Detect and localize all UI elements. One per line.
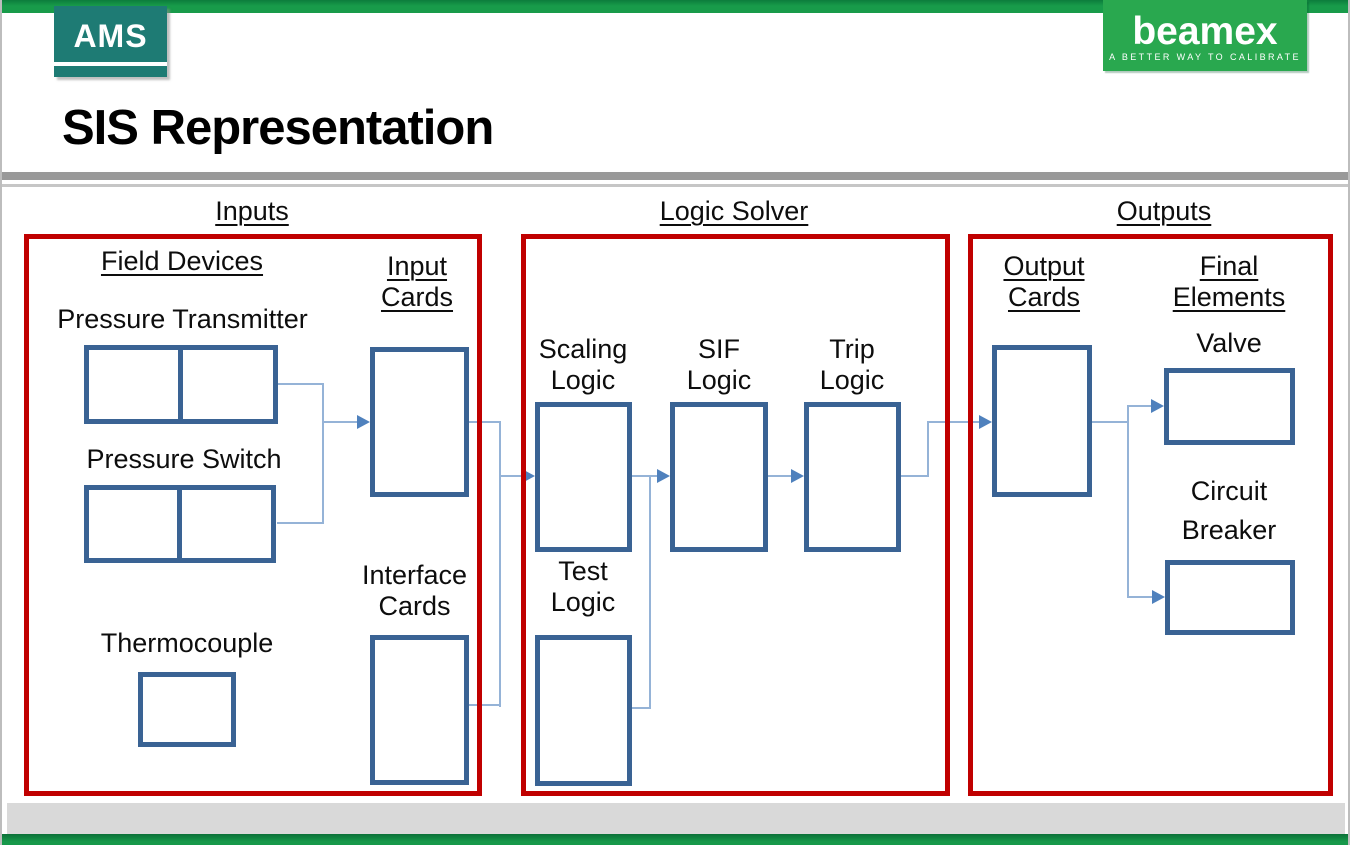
output-cards-label: Output Cards bbox=[1003, 251, 1085, 312]
ams-logo-text: AMS bbox=[73, 18, 148, 54]
connector-input-cards-out bbox=[468, 421, 501, 423]
connector-pt-out bbox=[277, 383, 324, 385]
connector-interface-cards-out bbox=[469, 704, 501, 706]
connector-trip-riser bbox=[927, 421, 929, 477]
thermocouple-label: Thermocouple bbox=[100, 628, 274, 658]
arrowhead-into-input-cards bbox=[357, 415, 370, 429]
connector-test-logic-drop bbox=[649, 476, 651, 709]
connector-to-circuit-breaker bbox=[1127, 596, 1154, 598]
connector-to-output-cards bbox=[927, 421, 980, 423]
trip-logic-box bbox=[804, 402, 901, 552]
beamex-logo: beamex A BETTER WAY TO CALIBRATE bbox=[1103, 0, 1307, 71]
beamex-logo-tagline: A BETTER WAY TO CALIBRATE bbox=[1109, 52, 1301, 62]
valve-box bbox=[1164, 368, 1295, 445]
connector-test-logic-stub bbox=[632, 707, 651, 709]
connector-cards-bus bbox=[499, 421, 501, 707]
circuit-breaker-box bbox=[1165, 560, 1295, 635]
connector-final-elements-bus bbox=[1127, 405, 1129, 598]
pressure-transmitter-label: Pressure Transmitter bbox=[57, 304, 308, 334]
output-cards-box bbox=[992, 345, 1092, 497]
arrowhead-into-valve bbox=[1151, 399, 1164, 413]
footer-gray-bar bbox=[7, 803, 1345, 834]
section-header-outputs: Outputs bbox=[1116, 196, 1212, 226]
connector-scaling-to-sif bbox=[631, 475, 659, 477]
arrowhead-into-output-cards bbox=[979, 415, 992, 429]
section-header-inputs: Inputs bbox=[215, 196, 289, 226]
pressure-transmitter-box-divider bbox=[178, 350, 183, 419]
interface-cards-box bbox=[370, 635, 469, 785]
field-devices-label: Field Devices bbox=[100, 246, 264, 276]
title-divider-thick bbox=[2, 172, 1348, 180]
sif-logic-label: SIF Logic bbox=[686, 334, 752, 395]
scaling-logic-label: Scaling Logic bbox=[538, 334, 628, 395]
inputs-section-frame bbox=[24, 234, 482, 796]
arrowhead-into-trip-logic bbox=[791, 469, 804, 483]
logic-solver-section-frame bbox=[521, 234, 950, 796]
connector-output-cards-out bbox=[1092, 421, 1129, 423]
input-cards-box bbox=[370, 347, 469, 497]
valve-label: Valve bbox=[1196, 328, 1262, 358]
connector-sif-to-trip bbox=[767, 475, 793, 477]
final-elements-label: Final Elements bbox=[1172, 251, 1286, 312]
pressure-transmitter-box bbox=[84, 345, 278, 424]
top-green-bar bbox=[2, 0, 1348, 13]
interface-cards-label: Interface Cards bbox=[361, 560, 468, 621]
section-header-logic-solver: Logic Solver bbox=[659, 196, 809, 226]
test-logic-label: Test Logic bbox=[550, 556, 616, 617]
connector-to-input-cards bbox=[324, 421, 360, 423]
pressure-switch-box bbox=[84, 485, 276, 563]
circuit-breaker-label: Circuit Breaker bbox=[1181, 476, 1277, 545]
pressure-switch-label: Pressure Switch bbox=[86, 444, 282, 474]
scaling-logic-box bbox=[535, 402, 632, 552]
connector-to-scaling-logic bbox=[501, 475, 523, 477]
footer-green-bar bbox=[2, 834, 1348, 845]
ams-logo: AMS bbox=[54, 6, 167, 77]
connector-to-valve bbox=[1127, 405, 1153, 407]
pressure-switch-box-divider bbox=[177, 490, 182, 558]
connector-trip-out bbox=[900, 475, 929, 477]
arrowhead-into-circuit-breaker bbox=[1152, 590, 1165, 604]
outputs-section-frame bbox=[968, 234, 1333, 796]
connector-field-devices-bus bbox=[322, 383, 324, 524]
page-title: SIS Representation bbox=[62, 101, 494, 155]
ams-logo-stripe bbox=[54, 62, 167, 66]
test-logic-box bbox=[535, 635, 632, 786]
connector-ps-out bbox=[277, 522, 324, 524]
arrowhead-into-sif-logic bbox=[657, 469, 670, 483]
sif-logic-box bbox=[670, 402, 768, 552]
title-divider-thin bbox=[2, 184, 1348, 187]
thermocouple-box bbox=[138, 672, 236, 747]
beamex-logo-text: beamex bbox=[1132, 10, 1278, 53]
input-cards-label: Input Cards bbox=[380, 251, 454, 312]
trip-logic-label: Trip Logic bbox=[819, 334, 885, 395]
